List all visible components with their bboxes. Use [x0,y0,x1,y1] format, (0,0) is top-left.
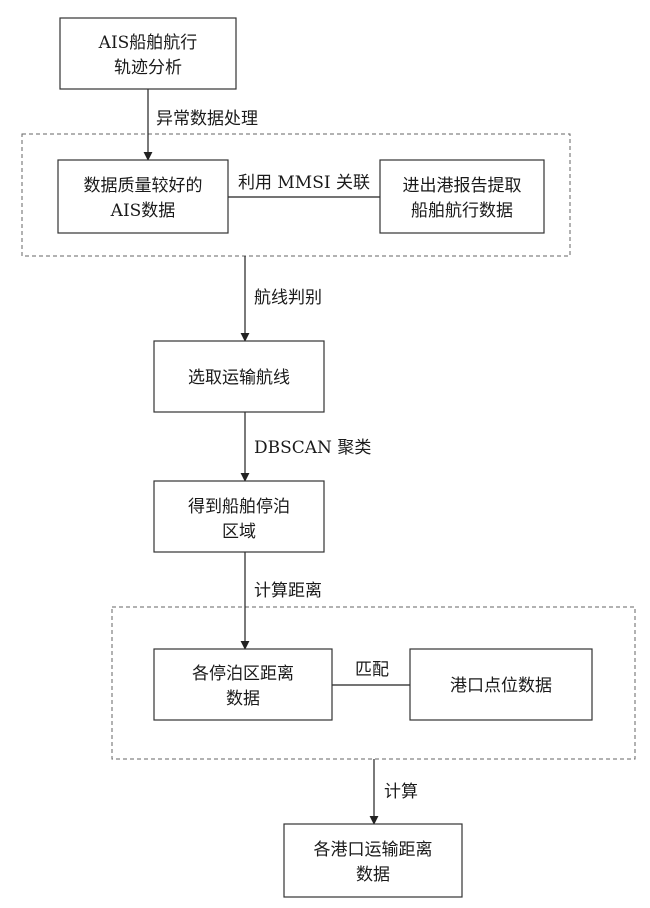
box-berth-distance-line2: 数据 [226,689,260,709]
box-good-ais: 数据质量较好的 AIS数据 [57,159,229,234]
box-berth-area: 得到船舶停泊 区域 [153,480,325,553]
box-ais-analysis-line2: 轨迹分析 [114,58,182,78]
label-calc-distance: 计算距离 [254,581,322,601]
box-port-distance: 各港口运输距离 数据 [283,823,463,898]
box-port-points: 港口点位数据 [409,648,593,721]
box-berth-distance-line1: 各停泊区距离 [192,664,294,684]
box-select-route: 选取运输航线 [153,340,325,413]
box-ais-analysis-line1: AIS船舶航行 [98,33,198,53]
box-port-distance-line1: 各港口运输距离 [314,840,433,860]
box-port-points-line1: 港口点位数据 [450,676,552,696]
box-select-route-line1: 选取运输航线 [188,368,290,388]
box-good-ais-line1: 数据质量较好的 [84,176,203,196]
label-calc: 计算 [384,782,418,802]
label-anomaly: 异常数据处理 [156,109,258,129]
box-good-ais-line2: AIS数据 [110,201,176,221]
box-port-report-line2: 船舶航行数据 [411,201,513,221]
label-route-judge: 航线判别 [254,288,322,308]
group-frame-matching [111,606,636,760]
box-berth-distance: 各停泊区距离 数据 [153,648,333,721]
group-frame-preprocess [21,133,571,257]
box-port-report-line1: 进出港报告提取 [403,176,522,196]
label-dbscan: DBSCAN 聚类 [254,438,371,458]
box-berth-area-line1: 得到船舶停泊 [188,497,290,517]
box-port-distance-line2: 数据 [356,865,390,885]
box-berth-area-line2: 区域 [222,522,256,542]
label-mmsi: 利用 MMSI 关联 [238,173,370,193]
box-port-report: 进出港报告提取 船舶航行数据 [379,159,545,234]
box-ais-analysis: AIS船舶航行 轨迹分析 [59,17,237,90]
label-match: 匹配 [355,660,389,680]
